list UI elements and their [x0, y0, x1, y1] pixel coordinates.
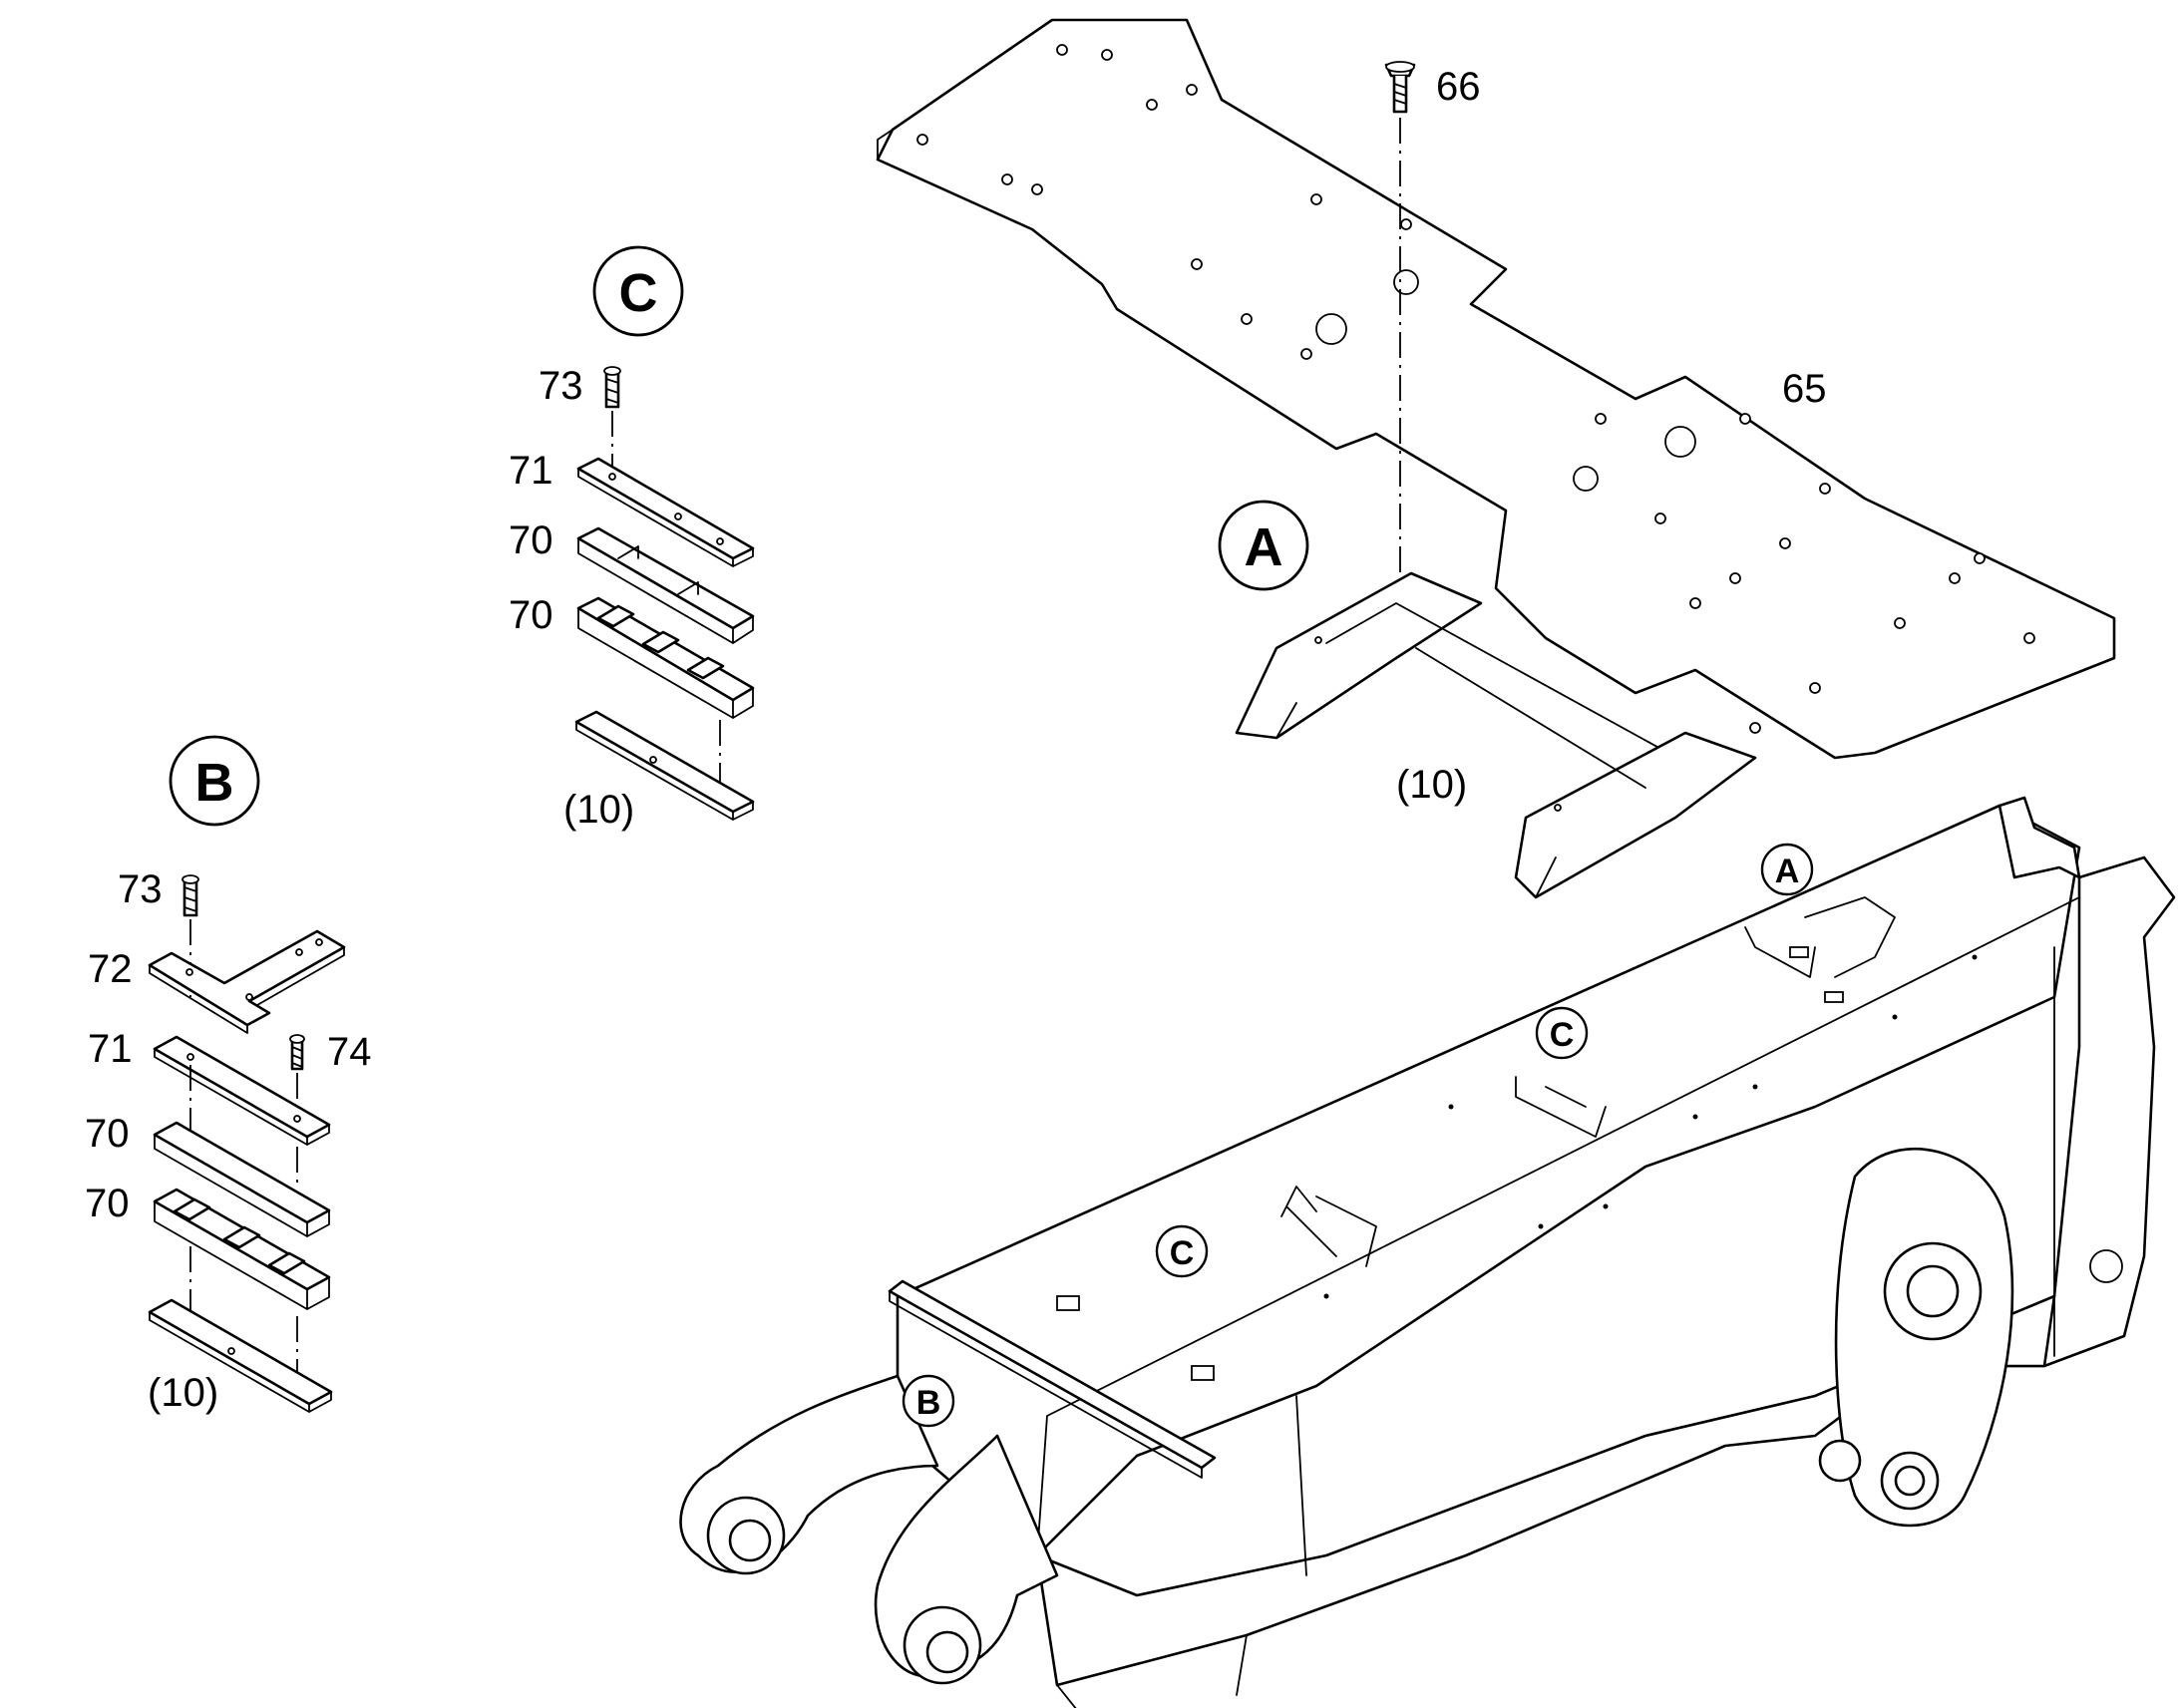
plate-65 — [876, 18, 2116, 760]
callout-c-boom-lower: C — [1155, 1224, 1209, 1278]
svg-text:B: B — [195, 753, 234, 813]
label-b-71: 71 — [88, 1027, 133, 1071]
svg-text:C: C — [1170, 1234, 1195, 1272]
svg-text:B: B — [916, 1384, 941, 1422]
svg-text:A: A — [1775, 853, 1800, 890]
callout-b-header: B — [169, 735, 260, 827]
b-base-plate — [148, 1246, 333, 1413]
svg-text:C: C — [619, 263, 658, 323]
label-c-70b: 70 — [509, 593, 553, 637]
label-b-70a: 70 — [85, 1112, 130, 1156]
bolt-66 — [1384, 61, 1416, 598]
b-bolt-74 — [289, 1034, 305, 1107]
b-clamp-70b — [153, 1188, 331, 1310]
label-b-70b: 70 — [85, 1182, 130, 1225]
label-66: 66 — [1436, 65, 1481, 109]
label-b-74: 74 — [327, 1030, 372, 1074]
b-clamp-70a — [153, 1065, 331, 1237]
label-b-base-qty: (10) — [148, 1371, 218, 1415]
label-b-72: 72 — [88, 947, 133, 991]
c-clamp-70a — [576, 526, 755, 644]
label-c-70a: 70 — [509, 518, 553, 562]
boom-frame — [679, 796, 2176, 1708]
callout-c-boom-upper: C — [1535, 1006, 1589, 1060]
c-plate-71 — [576, 457, 755, 567]
label-65: 65 — [1782, 367, 1827, 411]
label-c-71: 71 — [509, 449, 553, 493]
callout-b-boom: B — [902, 1374, 955, 1428]
c-bolt-73 — [603, 366, 621, 469]
label-b-73: 73 — [118, 867, 163, 911]
b-plate-72 — [148, 929, 346, 1034]
callout-a-boom: A — [1760, 843, 1814, 896]
label-bracket-a-qty: (10) — [1396, 763, 1467, 807]
svg-text:C: C — [1550, 1016, 1575, 1054]
label-c-73: 73 — [539, 364, 583, 408]
svg-text:A: A — [1245, 517, 1283, 577]
callout-c-header: C — [592, 245, 684, 337]
label-c-base-qty: (10) — [563, 788, 634, 832]
bracket-a — [1235, 571, 1757, 899]
callout-a-header: A — [1218, 500, 1309, 591]
c-base-plate — [574, 710, 755, 821]
c-clamp-70b — [576, 596, 755, 719]
b-plate-71 — [153, 1035, 331, 1146]
